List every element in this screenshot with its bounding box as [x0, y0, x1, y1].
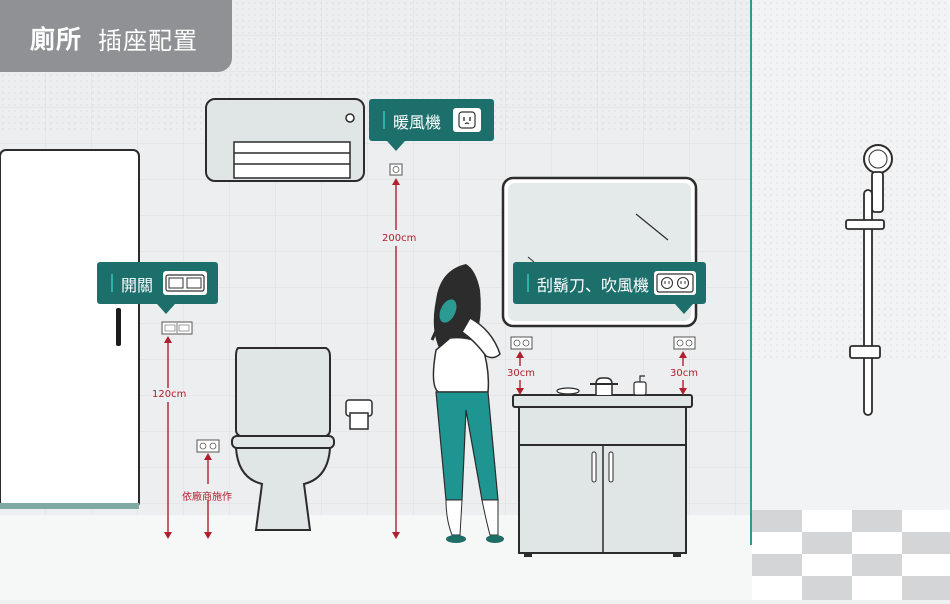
switch-plate-badge-icon: [163, 271, 207, 295]
sink-right-height-label: 30cm: [670, 368, 698, 379]
callout-accent-bar: [527, 274, 529, 292]
sink-left-height-label: 30cm: [507, 368, 535, 379]
callout-accent-bar: [383, 111, 385, 129]
vanity: [512, 375, 693, 557]
heater: [205, 98, 365, 182]
double-outlet-icon: [654, 271, 696, 295]
switch-callout-label: 開關: [121, 276, 154, 295]
woman-figure: [430, 264, 504, 543]
title-regular: 插座配置: [98, 27, 198, 55]
toilet-outlet-note: 依廠商施作: [182, 492, 232, 503]
dimension-lines: [164, 178, 687, 539]
heater-height-label: 200cm: [382, 233, 417, 244]
mirror-callout-label: 刮鬍刀、吹風機: [537, 276, 650, 295]
checker-floor: [752, 510, 950, 600]
callout-pointer: [675, 304, 693, 314]
shower-fixture: [845, 144, 893, 416]
callout-pointer: [387, 141, 405, 151]
toilet-outlet-icon: [196, 439, 220, 453]
door: [0, 149, 140, 509]
door-handle: [116, 308, 121, 346]
heater-callout: 暖風機: [369, 99, 494, 151]
sink-right-outlet-icon: [673, 336, 696, 350]
sink-left-outlet-icon: [510, 336, 533, 350]
callout-accent-bar: [111, 274, 113, 292]
callout-pointer: [157, 304, 175, 314]
mirror-callout: 刮鬍刀、吹風機: [513, 262, 706, 314]
toilet: [231, 347, 335, 531]
title-box: 廁所 插座配置: [0, 0, 232, 72]
switch-height-label: 120cm: [152, 389, 187, 400]
toilet-paper-holder: [345, 399, 373, 430]
switch-callout: 開關: [97, 262, 218, 314]
heater-outlet-icon: [389, 163, 403, 176]
switch-plate-icon: [161, 321, 193, 335]
heater-callout-label: 暖風機: [393, 113, 442, 132]
single-outlet-icon: [453, 108, 481, 132]
title-bold: 廁所: [30, 25, 83, 54]
